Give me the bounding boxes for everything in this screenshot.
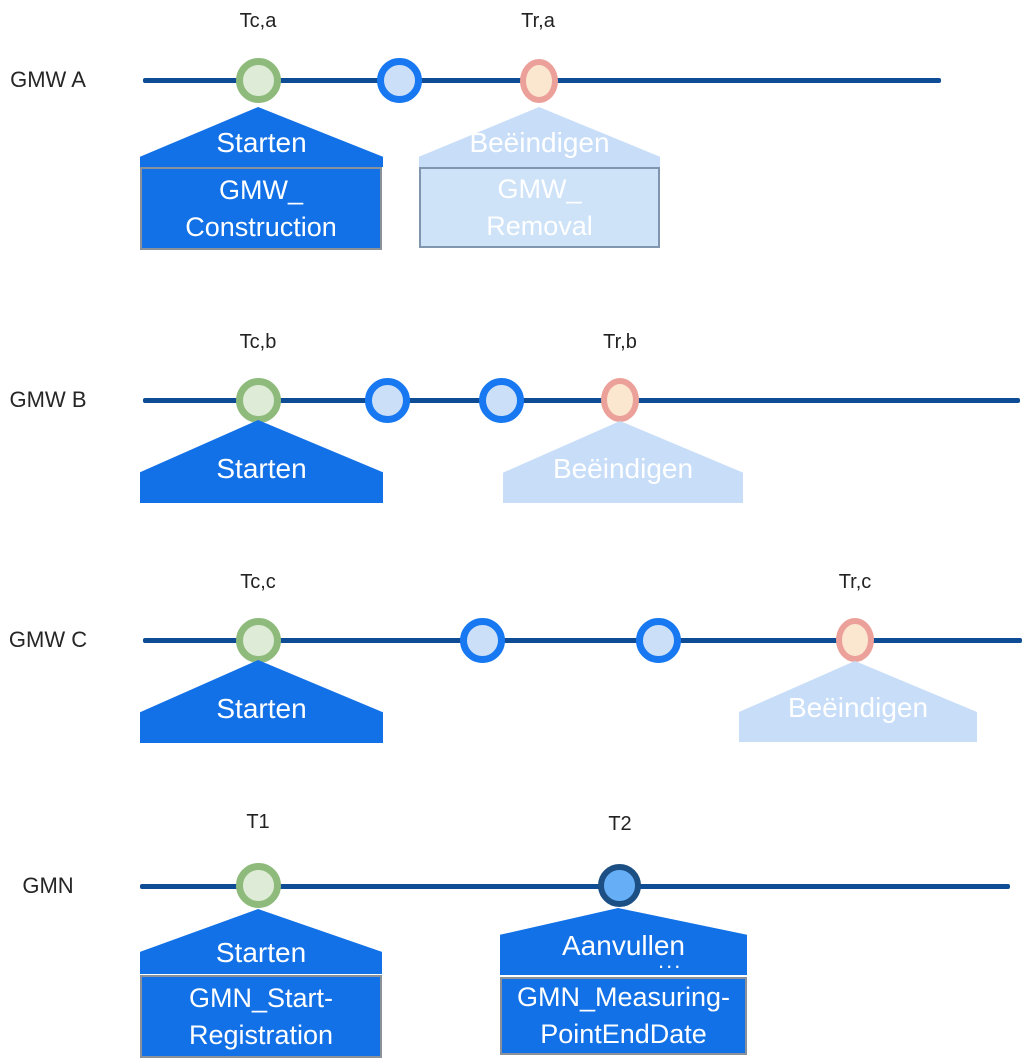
tick-label-start: Tc,c [240,571,276,593]
callout-end-box-line2: PointEndDate [540,1019,707,1049]
timeline-line [143,638,1022,643]
event-marker-start [236,618,281,663]
event-marker-intermediate [365,378,410,423]
callout-end-box: GMN_Measuring- PointEndDate [500,977,747,1055]
event-marker-intermediate [377,58,422,103]
callout-start-box-line2: Registration [188,1019,334,1050]
callout-end-box-line1: GMN_Measuring- [516,982,731,1012]
callout-end-title: Beëindigen [469,127,610,158]
row-label-gmw-b: GMW B [9,387,87,412]
event-marker-start [236,863,281,908]
callout-end-box-line1: GMW_ [497,173,582,204]
callout-end-ellipsis: ... [658,948,683,973]
callout-start-title: Starten [216,127,307,158]
callout-end-title: Aanvullen [562,930,685,961]
callout-end-box: GMW_ Removal [419,167,660,248]
row-label-gmn: GMN [22,873,74,898]
callout-end: Aanvullen ... [500,908,747,975]
callout-start-title: Starten [215,937,307,968]
event-marker-intermediate [460,618,505,663]
callout-end-title: Beëindigen [787,692,929,723]
row-label-gmw-a: GMW A [10,67,86,92]
timeline-line [140,884,1010,889]
callout-start-box-line1: GMN_Start- [188,982,334,1013]
callout-start: Starten [140,909,382,974]
tick-label-start: Tc,a [239,10,277,32]
callout-start-box: GMW_ Construction [140,167,382,250]
event-marker-start [236,58,281,103]
event-marker-removal [836,618,874,662]
event-marker-start [236,378,281,423]
tick-label-end: Tr,c [838,571,872,593]
callout-end-box-line2: Removal [486,210,593,241]
timeline-line [143,398,1020,403]
callout-start-box-line1: GMW_ [219,174,303,205]
callout-start-title: Starten [216,693,307,724]
tick-label-end: Tr,a [521,10,555,32]
callout-start-box-line2: Construction [185,211,337,242]
event-marker-removal [601,378,639,422]
event-marker-intermediate [636,618,681,663]
callout-end-title: Beëindigen [552,453,694,484]
tick-label-start: T1 [246,811,270,833]
tick-label-start: Tc,b [239,331,277,353]
event-marker-intermediate [479,378,524,423]
row-label-gmw-c: GMW C [8,627,88,652]
event-marker-removal [520,59,558,103]
callout-start-box: GMN_Start- Registration [140,975,382,1058]
callout-start-title: Starten [216,453,307,484]
tick-label-end: T2 [608,813,632,835]
event-marker-supplement [598,864,641,907]
tick-label-end: Tr,b [603,331,637,353]
